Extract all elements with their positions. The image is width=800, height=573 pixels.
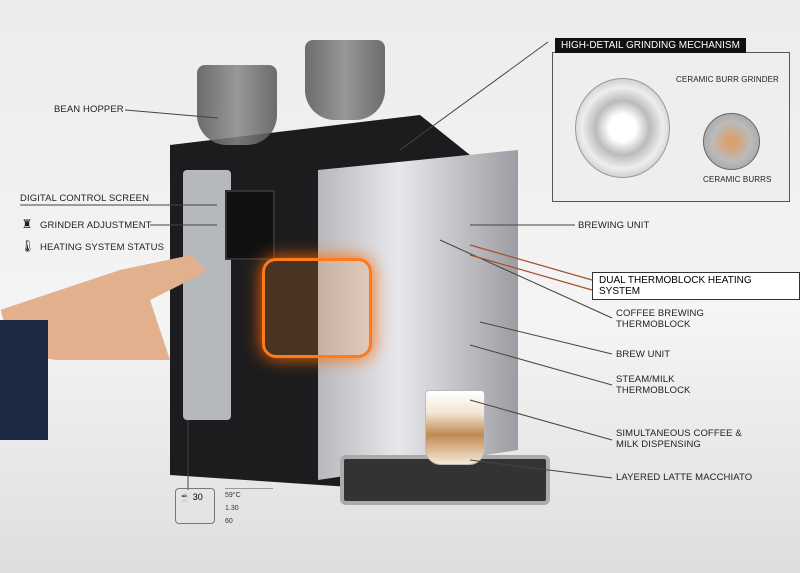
grinder-icon: ♜ xyxy=(21,217,33,231)
control-screen xyxy=(225,190,275,260)
thermometer-icon: 🌡 xyxy=(20,239,36,253)
label-grinder-adjustment: GRINDER ADJUSTMENT xyxy=(40,220,152,231)
label-heating-system-status: HEATING SYSTEM STATUS xyxy=(40,242,165,253)
label-simultaneous-dispensing: SIMULTANEOUS COFFEE & MILK DISPENSING xyxy=(616,428,742,450)
label-brewing-unit: BREWING UNIT xyxy=(578,220,650,231)
status-readout: 59°C 1.30 60 xyxy=(225,488,273,528)
drip-tray xyxy=(340,455,550,505)
label-ceramic-burrs: CERAMIC BURRS xyxy=(703,175,772,184)
water-tank xyxy=(183,170,231,420)
thermoblock-heaters xyxy=(262,258,372,358)
cup-icon: ☕ xyxy=(179,492,191,502)
label-brew-unit: BREW UNIT xyxy=(616,349,671,360)
strength-readout: ☕ 30 xyxy=(175,488,215,524)
ceramic-burrs-illustration xyxy=(703,113,760,170)
label-steam-milk-thermoblock: STEAM/MILK THERMOBLOCK xyxy=(616,374,691,396)
bean-hopper-left xyxy=(197,65,277,145)
strength-value: 30 xyxy=(192,492,203,502)
latte-glass xyxy=(425,390,485,465)
bean-hopper-right xyxy=(305,40,385,120)
temp-value: 59°C xyxy=(225,492,241,499)
label-digital-control-screen: DIGITAL CONTROL SCREEN xyxy=(20,193,150,204)
label-layered-latte: LAYERED LATTE MACCHIATO xyxy=(616,472,753,483)
time-value: 60 xyxy=(225,518,233,525)
label-coffee-brewing-thermoblock: COFFEE BREWING THERMOBLOCK xyxy=(616,308,704,330)
sleeve xyxy=(0,320,48,440)
label-ceramic-burr-grinder: CERAMIC BURR GRINDER xyxy=(676,75,779,84)
label-bean-hopper: BEAN HOPPER xyxy=(54,104,124,115)
burr-grinder-illustration xyxy=(575,78,670,178)
dual-heating-box: DUAL THERMOBLOCK HEATING SYSTEM xyxy=(592,272,800,300)
inset-title: HIGH-DETAIL GRINDING MECHANISM xyxy=(555,38,746,53)
volume-value: 1.30 xyxy=(225,505,239,512)
